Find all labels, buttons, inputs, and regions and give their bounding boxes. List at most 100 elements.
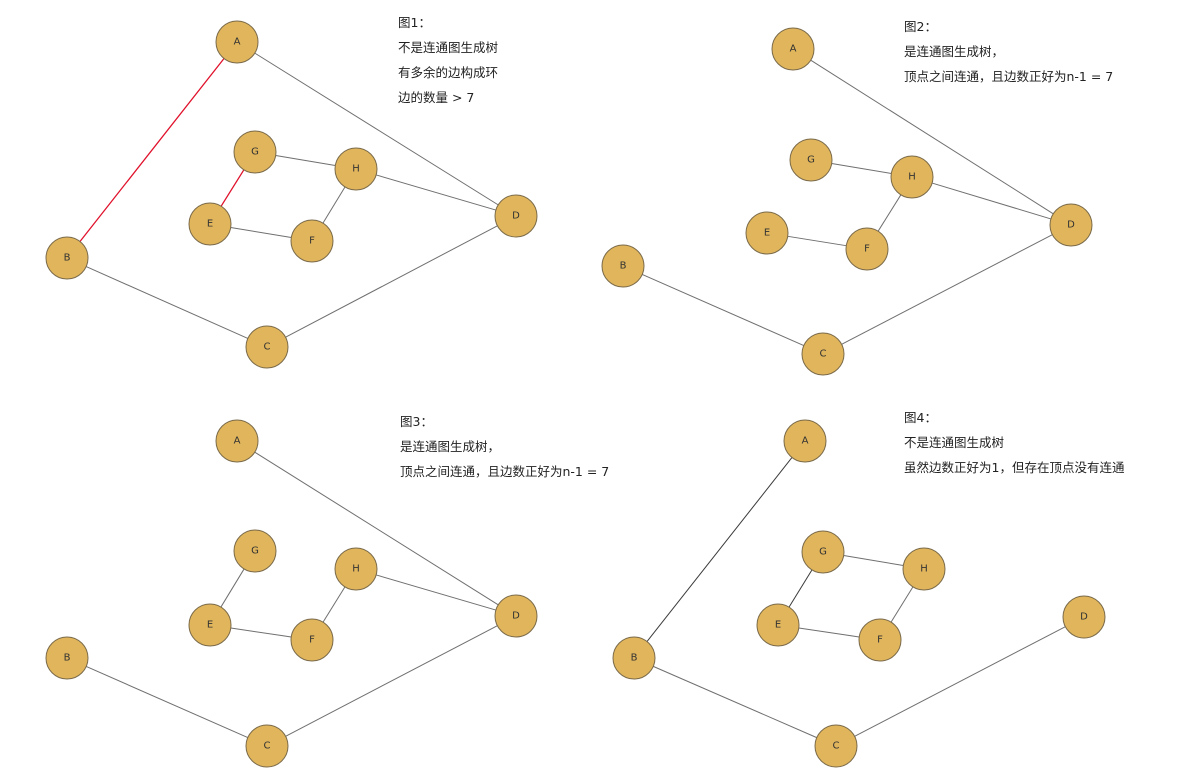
caption-line: 虽然边数正好为1，但存在顶点没有连通 (904, 460, 1125, 475)
node-circle (612, 636, 656, 680)
edge-h-f (890, 586, 914, 623)
node-circle (783, 419, 827, 463)
node-c: C (814, 724, 858, 768)
node-circle (245, 724, 289, 768)
caption-line: 顶点之间连通，且边数正好为n-1 = 7 (904, 69, 1114, 84)
edge-a-b (646, 457, 793, 642)
node-circle (801, 530, 845, 574)
edge-e-f (230, 226, 292, 239)
node-circle (188, 603, 232, 647)
graph-fig2: A B C D E F G H (601, 27, 1093, 376)
caption-line: 边的数量 > 7 (398, 90, 475, 105)
node-circle (902, 547, 946, 591)
node-circle (334, 147, 378, 191)
node-circle (858, 618, 902, 662)
caption-title: 图4： (904, 410, 937, 425)
node-label: G (251, 546, 259, 557)
edge-h-d (931, 182, 1052, 220)
edge-g-h (843, 554, 904, 567)
node-circle (601, 244, 645, 288)
node-g: G (801, 530, 845, 574)
node-label: H (908, 172, 916, 183)
node-c: C (801, 332, 845, 376)
node-label: B (64, 653, 71, 664)
node-label: D (512, 211, 520, 222)
caption-line: 顶点之间连通，且边数正好为n-1 = 7 (400, 464, 610, 479)
edge-b-c (653, 665, 817, 739)
node-label: E (775, 620, 781, 631)
node-g: G (233, 130, 277, 174)
edge-b-c (642, 273, 804, 347)
caption-title: 图1： (398, 15, 431, 30)
node-circle (771, 27, 815, 71)
node-circle (1049, 203, 1093, 247)
node-label: A (234, 436, 241, 447)
node-label: C (264, 741, 271, 752)
node-f: F (290, 219, 334, 263)
edge-c-d (854, 626, 1066, 737)
node-h: H (334, 147, 378, 191)
node-circle (215, 20, 259, 64)
node-circle (890, 155, 934, 199)
node-circle (45, 236, 89, 280)
node-b: B (45, 636, 89, 680)
node-label: G (807, 155, 815, 166)
node-label: D (1067, 220, 1075, 231)
node-circle (789, 138, 833, 182)
edge-c-d (285, 225, 498, 338)
node-circle (1062, 595, 1106, 639)
node-d: D (1062, 595, 1106, 639)
caption-line: 是连通图生成树， (400, 439, 501, 454)
node-circle (215, 419, 259, 463)
node-b: B (612, 636, 656, 680)
edge-a-d (810, 59, 1054, 215)
node-circle (814, 724, 858, 768)
edge-b-c (85, 266, 249, 339)
node-label: C (833, 741, 840, 752)
node-g: G (789, 138, 833, 182)
node-a: A (215, 419, 259, 463)
node-f: F (845, 227, 889, 271)
node-h: H (902, 547, 946, 591)
node-f: F (858, 618, 902, 662)
edge-h-d (376, 174, 496, 211)
node-label: F (877, 635, 883, 646)
node-a: A (783, 419, 827, 463)
node-label: D (512, 611, 520, 622)
edge-c-d (841, 234, 1053, 345)
caption-title: 图3： (400, 414, 433, 429)
node-c: C (245, 724, 289, 768)
node-label: H (352, 564, 360, 575)
caption-line: 有多余的边构成环 (398, 65, 499, 80)
node-d: D (494, 594, 538, 638)
node-circle (494, 194, 538, 238)
caption-line: 不是连通图生成树 (904, 435, 1005, 450)
node-h: H (334, 547, 378, 591)
edge-e-g (220, 568, 245, 608)
node-b: B (45, 236, 89, 280)
edge-b-c (86, 665, 248, 739)
caption-title: 图2： (904, 19, 937, 34)
node-a: A (771, 27, 815, 71)
node-circle (245, 325, 289, 369)
node-circle (233, 130, 277, 174)
node-e: E (745, 211, 789, 255)
node-b: B (601, 244, 645, 288)
node-d: D (494, 194, 538, 238)
node-circle (45, 636, 89, 680)
node-circle (188, 202, 232, 246)
node-label: A (802, 436, 809, 447)
node-label: B (64, 253, 71, 264)
node-label: G (819, 547, 827, 558)
node-f: F (290, 618, 334, 662)
edge-h-f (322, 586, 346, 623)
node-label: F (864, 244, 870, 255)
edge-h-d (376, 574, 496, 611)
edge-e-f (798, 627, 860, 638)
caption-line: 不是连通图生成树 (398, 40, 499, 55)
edge-e-g (220, 169, 245, 207)
node-circle (756, 603, 800, 647)
graph-fig4: A B C D E F G H (612, 419, 1106, 768)
edge-e-f (787, 235, 847, 247)
